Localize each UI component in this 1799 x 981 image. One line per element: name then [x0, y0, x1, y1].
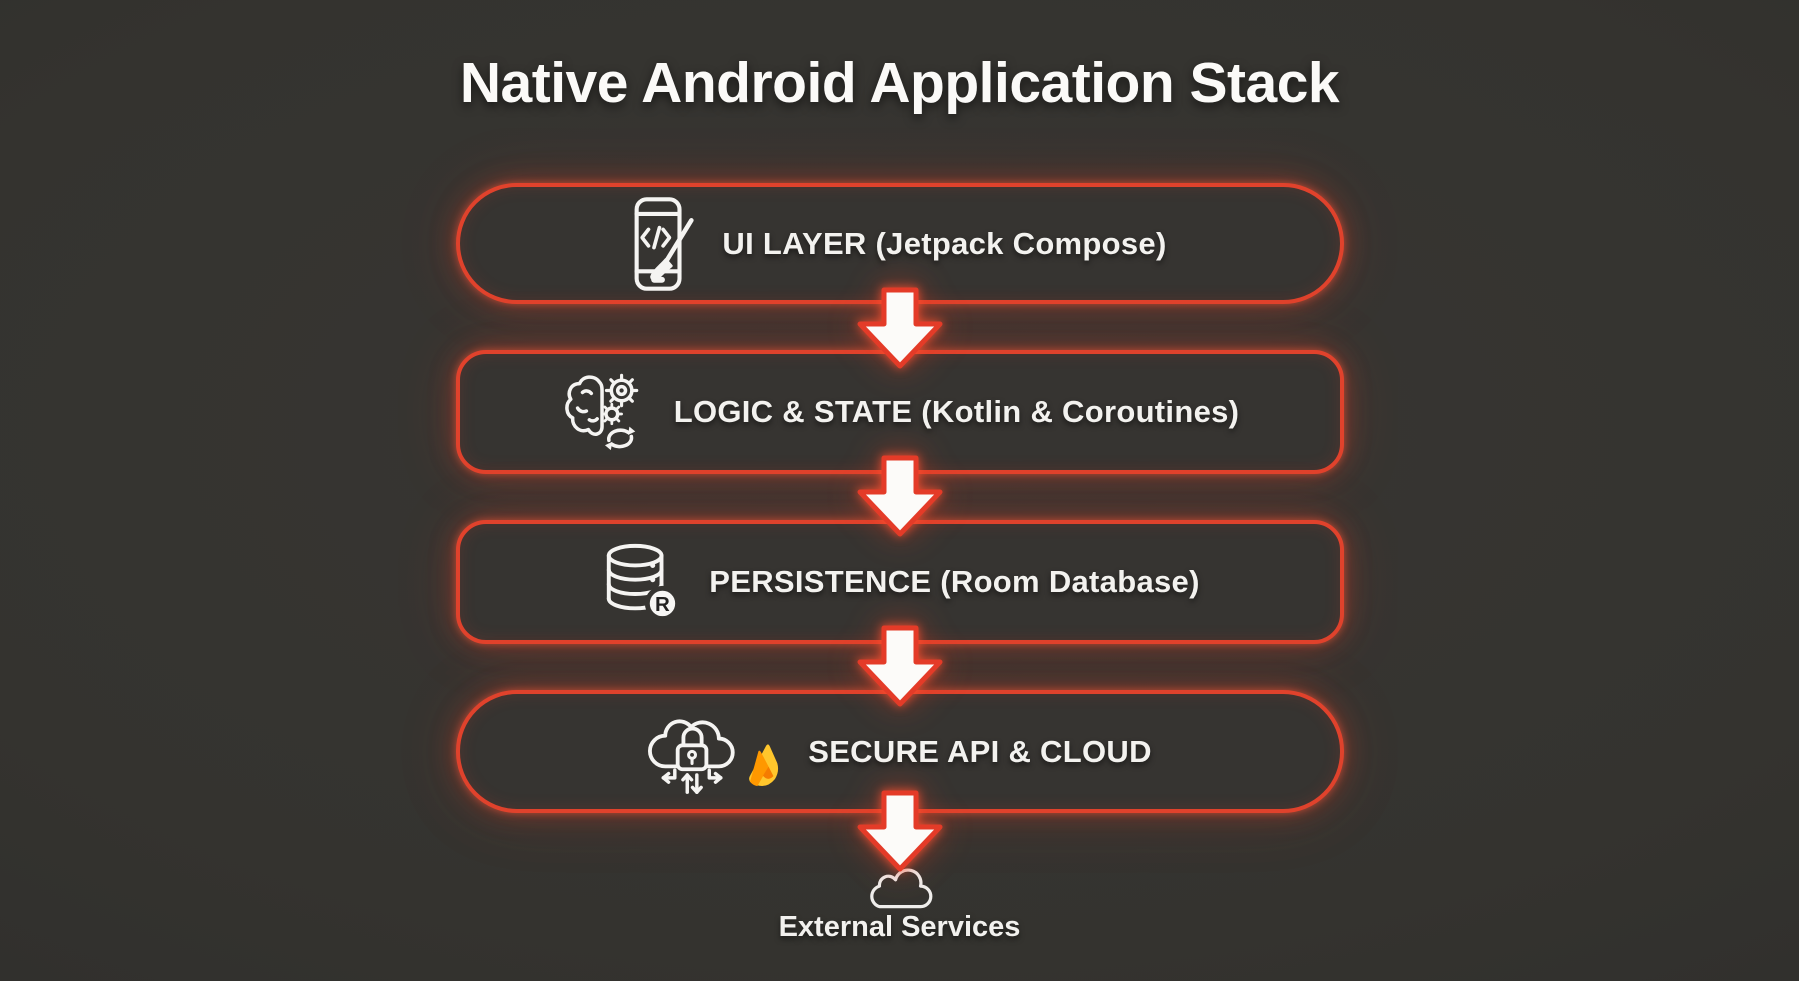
down-arrow-2 [856, 455, 944, 542]
down-arrow-3 [856, 625, 944, 712]
layer-box-logic-state: LOGIC & STATE (Kotlin & Coroutines) [456, 350, 1344, 474]
layer-label-ui: UI LAYER (Jetpack Compose) [722, 225, 1167, 261]
phone-code-paintbrush-icon [633, 196, 695, 292]
diagram-title: Native Android Application Stack [459, 51, 1340, 115]
footer-label: External Services [778, 911, 1021, 943]
room-badge-letter: R [655, 593, 670, 616]
secure-cloud-icon-group [648, 707, 781, 797]
down-arrow-1 [856, 287, 944, 374]
brain-gears-sync-icon [561, 369, 647, 455]
firebase-flame-icon [744, 739, 781, 793]
database-cylinder-icon: R [600, 541, 682, 623]
layer-box-ui-layer: UI LAYER (Jetpack Compose) [456, 183, 1344, 304]
down-arrow-4 [856, 790, 944, 877]
layer-label-logic: LOGIC & STATE (Kotlin & Coroutines) [673, 394, 1240, 429]
cloud-outline-icon [865, 862, 935, 912]
layer-label-persistence: PERSISTENCE (Room Database) [709, 564, 1200, 599]
layer-label-secure-api: SECURE API & CLOUD [808, 733, 1152, 769]
layer-box-persistence: R PERSISTENCE (Room Database) [456, 520, 1344, 644]
cloud-lock-arrows-icon [648, 707, 738, 797]
